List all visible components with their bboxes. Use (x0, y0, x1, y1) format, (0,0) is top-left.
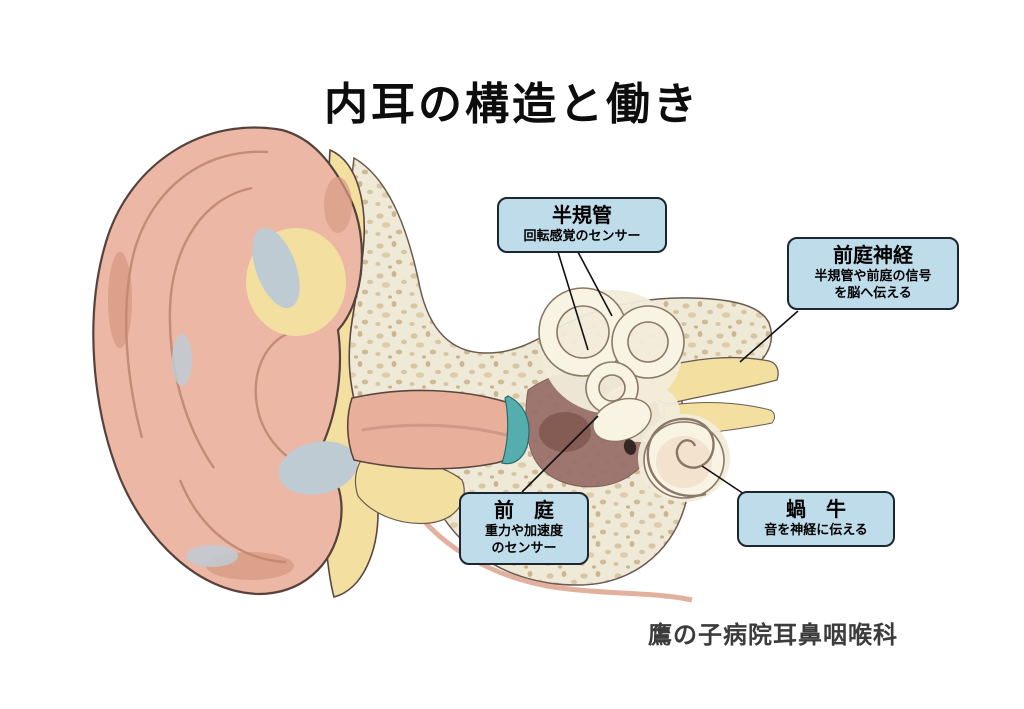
label-vestibular-nerve: 前庭神経 半規管や前庭の信号 を脳へ伝える (787, 237, 959, 310)
eardrum-graphic (501, 395, 530, 465)
vestibule-graphic (592, 397, 652, 455)
label-vestibule-desc1: 重力や加速度 (484, 523, 563, 538)
outer-ear-pinna-graphic (92, 126, 363, 596)
label-vestibular-nerve-desc1: 半規管や前庭の信号 (814, 268, 932, 283)
page-title: 内耳の構造と働き (324, 80, 700, 129)
label-vestibular-nerve-title: 前庭神経 (833, 245, 913, 267)
leader-lines (521, 251, 799, 495)
label-semicircular-canals-title: 半規管 (552, 205, 612, 227)
label-vestibule: 前 庭 重力や加速度 のセンサー (459, 492, 589, 565)
label-cochlea: 蝸 牛 音を神経に伝える (737, 491, 895, 547)
ear-canal-graphic (346, 389, 529, 470)
label-semicircular-canals: 半規管 回転感覚のセンサー (497, 197, 667, 253)
label-vestibule-desc2: のセンサー (491, 539, 557, 555)
label-vestibular-nerve-desc2: を脳へ伝える (834, 284, 912, 300)
label-vestibule-title: 前 庭 (494, 500, 554, 522)
cochlea-graphic (643, 417, 725, 499)
hospital-credit: 鷹の子病院耳鼻咽喉科 (648, 622, 898, 649)
label-cochlea-title: 蝸 牛 (786, 499, 846, 521)
label-cochlea-desc: 音を神経に伝える (764, 522, 868, 537)
label-semicircular-canals-desc: 回転感覚のセンサー (523, 228, 641, 243)
